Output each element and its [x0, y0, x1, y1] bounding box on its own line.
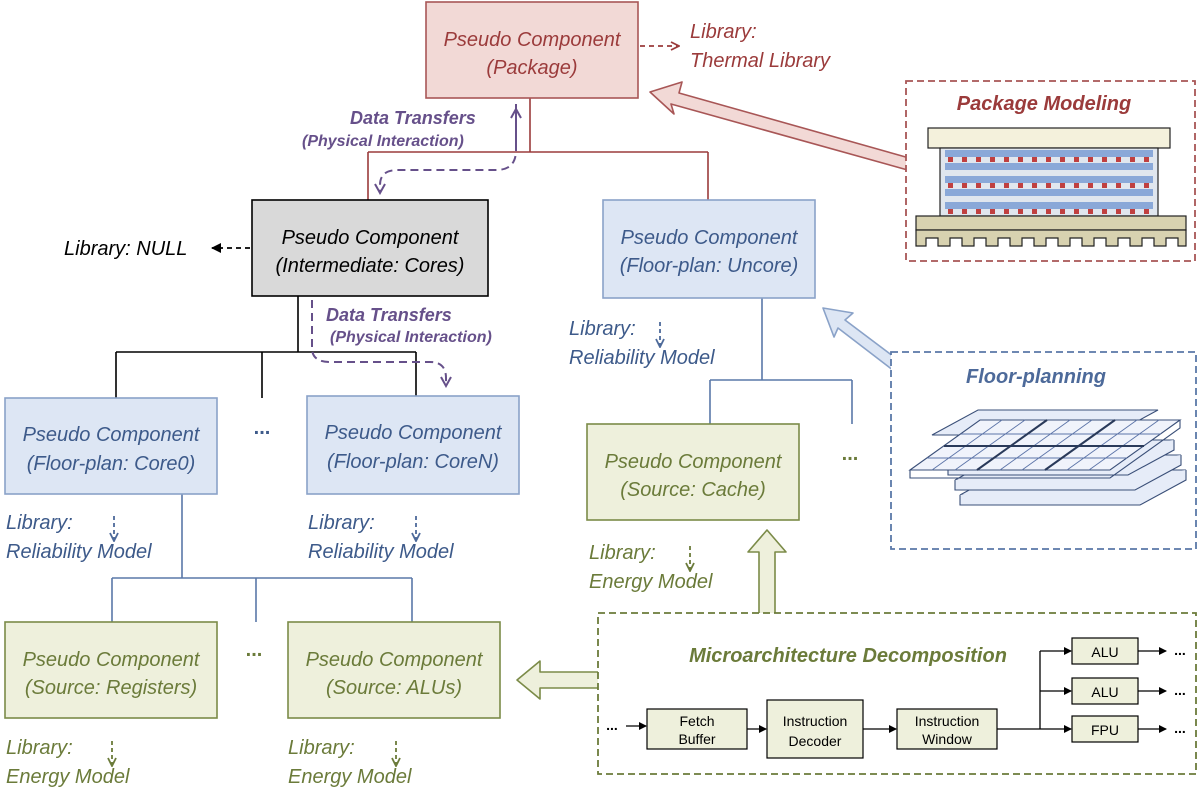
node-package[interactable]: Pseudo Component (Package): [425, 1, 639, 99]
node-title: Pseudo Component: [23, 649, 201, 671]
node-title: Pseudo Component: [282, 227, 460, 249]
library-name: Reliability Model: [308, 541, 454, 563]
node-subtitle: (Package): [486, 57, 577, 79]
ellipsis-cores: ...: [254, 417, 271, 439]
data-transfers-title: Data Transfers: [326, 305, 452, 325]
data-transfers-top: Data Transfers (Physical Interaction): [302, 104, 516, 192]
panel-title: Microarchitecture Decomposition: [689, 645, 1007, 667]
data-transfers-subtitle: (Physical Interaction): [302, 133, 464, 150]
pipeline-alu-2: ALU: [1071, 677, 1139, 705]
arrow-package-modeling: [649, 81, 928, 175]
ellipsis-uncore: ...: [842, 443, 859, 465]
stage-line1: Instruction: [783, 713, 848, 729]
node-alus[interactable]: Pseudo Component (Source: ALUs): [287, 621, 501, 719]
library-label: Library:: [6, 512, 73, 534]
node-subtitle: (Source: ALUs): [326, 677, 462, 699]
library-label: Library:: [6, 737, 73, 759]
ellipsis-sources: ...: [246, 639, 263, 661]
pipeline-instruction-decoder: Instruction Decoder: [766, 699, 864, 759]
chip-package-icon: [915, 127, 1187, 247]
node-title: Pseudo Component: [621, 227, 799, 249]
floorplan-layers-icon: [908, 409, 1187, 506]
node-cache[interactable]: Pseudo Component (Source: Cache): [586, 423, 800, 521]
panel-microarchitecture: Microarchitecture Decomposition ... Fetc…: [597, 612, 1197, 775]
library-name: Energy Model: [6, 766, 130, 788]
library-thermal: Library: Thermal Library: [640, 21, 831, 72]
pipeline-ellipsis-out: ...: [1174, 720, 1186, 736]
pipeline-ellipsis-out: ...: [1174, 642, 1186, 658]
node-subtitle: (Source: Registers): [25, 677, 197, 699]
node-uncore[interactable]: Pseudo Component (Floor-plan: Uncore): [602, 199, 816, 299]
stage-line2: Window: [922, 731, 973, 747]
stage-line2: Buffer: [678, 731, 715, 747]
pipeline-ellipsis-in: ...: [606, 717, 618, 733]
node-subtitle: (Intermediate: Cores): [276, 255, 465, 277]
unit-label: ALU: [1091, 644, 1118, 660]
library-name: Reliability Model: [569, 347, 715, 369]
library-label: Library:: [288, 737, 355, 759]
node-subtitle: (Floor-plan: Uncore): [620, 255, 799, 277]
library-registers: Library: Energy Model: [6, 737, 130, 788]
node-title: Pseudo Component: [325, 422, 503, 444]
library-label: Library:: [589, 542, 656, 564]
pipeline-fpu: FPU: [1071, 715, 1139, 743]
stage-line1: Fetch: [679, 713, 714, 729]
library-uncore: Library: Reliability Model: [569, 318, 715, 369]
node-title: Pseudo Component: [306, 649, 484, 671]
node-title: Pseudo Component: [444, 29, 622, 51]
data-transfers-subtitle: (Physical Interaction): [330, 329, 492, 346]
panel-title: Floor-planning: [966, 366, 1106, 388]
library-label: Library:: [569, 318, 636, 340]
library-label: Library:: [690, 21, 757, 43]
library-name: Energy Model: [288, 766, 412, 788]
library-cache: Library: Energy Model: [589, 542, 713, 593]
node-coren[interactable]: Pseudo Component (Floor-plan: CoreN): [306, 395, 520, 495]
library-alus: Library: Energy Model: [288, 737, 412, 788]
node-title: Pseudo Component: [605, 451, 783, 473]
library-name: Thermal Library: [690, 50, 831, 72]
node-cores[interactable]: Pseudo Component (Intermediate: Cores): [251, 199, 489, 297]
library-name: Reliability Model: [6, 541, 152, 563]
stage-line1: Instruction: [915, 713, 980, 729]
library-core0: Library: Reliability Model: [6, 512, 152, 563]
library-coren: Library: Reliability Model: [308, 512, 454, 563]
node-subtitle: (Floor-plan: Core0): [27, 453, 196, 475]
library-name: Energy Model: [589, 571, 713, 593]
data-transfers-middle: Data Transfers (Physical Interaction): [311, 300, 492, 385]
unit-label: FPU: [1091, 722, 1119, 738]
panel-package-modeling: Package Modeling: [905, 80, 1196, 262]
pipeline-fetch-buffer: Fetch Buffer: [646, 708, 748, 750]
panel-title: Package Modeling: [957, 93, 1132, 115]
library-label: Library:: [308, 512, 375, 534]
panel-floor-planning: Floor-planning: [890, 351, 1197, 550]
data-transfers-title: Data Transfers: [350, 108, 476, 128]
node-subtitle: (Source: Cache): [620, 479, 766, 501]
pipeline-ellipsis-out: ...: [1174, 682, 1186, 698]
unit-label: ALU: [1091, 684, 1118, 700]
pipeline-alu-1: ALU: [1071, 637, 1139, 665]
stage-line2: Decoder: [789, 733, 842, 749]
tree-connectors: [111, 98, 853, 622]
pipeline-instruction-window: Instruction Window: [896, 708, 998, 750]
node-core0[interactable]: Pseudo Component (Floor-plan: Core0): [4, 397, 218, 495]
library-label: Library: NULL: [64, 238, 187, 260]
node-title: Pseudo Component: [23, 424, 201, 446]
node-subtitle: (Floor-plan: CoreN): [327, 451, 499, 473]
node-registers[interactable]: Pseudo Component (Source: Registers): [4, 621, 218, 719]
library-null: Library: NULL: [64, 238, 250, 260]
